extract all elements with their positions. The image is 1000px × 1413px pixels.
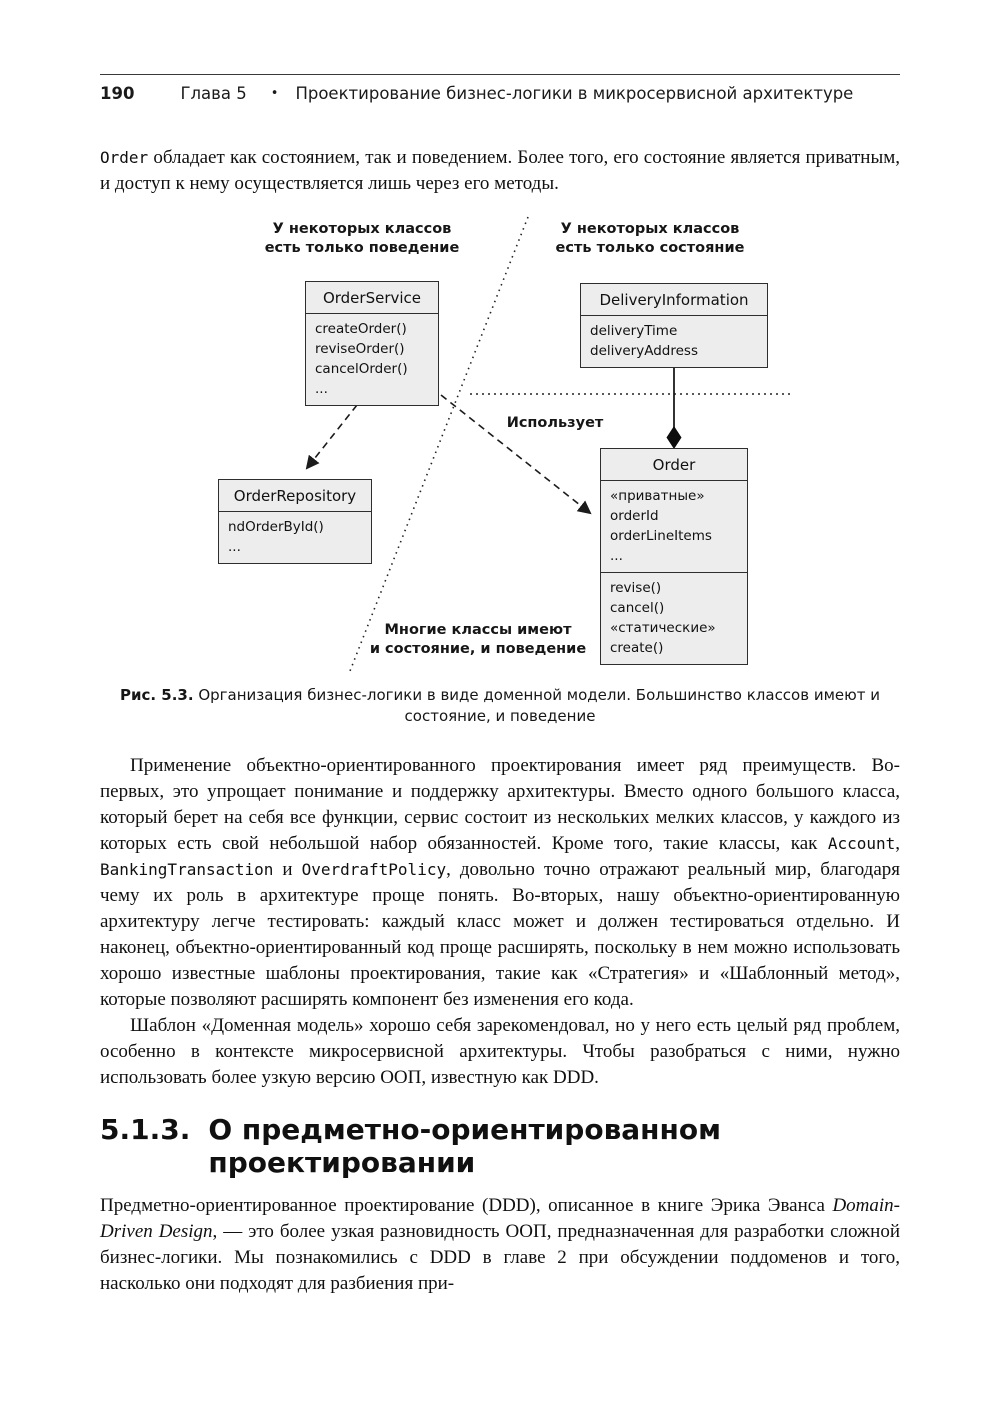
italic-text-run: Domain-Driven Design	[100, 1195, 900, 1242]
class-methods: ndOrderById()...	[219, 512, 371, 563]
section-heading: 5.1.3. О предметно-ориентированном проек…	[100, 1113, 900, 1179]
annotation-line: есть только поведение	[264, 240, 460, 256]
dependency-arrow-orderservice-to-order	[440, 394, 592, 515]
text-run: и	[273, 859, 302, 880]
composition-diamond-icon	[666, 426, 682, 449]
class-member: create()	[610, 640, 664, 656]
annotation-line: У некоторых классов	[560, 221, 740, 237]
class-methods: revise() cancel() «статические» create()	[601, 573, 747, 664]
intro-paragraph: Order обладает как состоянием, так и пов…	[100, 145, 900, 197]
class-member: orderId	[610, 508, 659, 524]
annotation-state-only: У некоторых классов есть только состояние	[530, 220, 770, 258]
text-run: Применение объектно-ориентированного про…	[100, 755, 905, 854]
class-member: deliveryTime	[590, 323, 678, 339]
class-title: OrderService	[306, 282, 438, 314]
mono-text-run: Account	[827, 834, 896, 853]
class-methods: createOrder() reviseOrder() cancelOrder().…	[306, 314, 438, 405]
mono-text-run: Order	[100, 148, 149, 167]
text-run: ,	[895, 833, 905, 854]
chapter-label: Глава 5	[180, 84, 247, 103]
class-title: Order	[601, 449, 747, 481]
bold-text-run: Рис. 5.3.	[119, 686, 194, 704]
annotation-line: У некоторых классов	[272, 221, 452, 237]
class-member: orderLineItems	[610, 528, 712, 544]
text-run: обладает как состоянием, так и поведение…	[100, 147, 905, 194]
annotation-line: Многие классы имеют	[384, 622, 572, 638]
diagram-connectors	[305, 216, 790, 672]
page-content: 190 Глава 5 • Проектирование бизнес-логи…	[100, 74, 900, 1297]
class-attributes: «приватные» orderId orderLineItems...	[601, 481, 747, 573]
class-box-order: Order «приватные» orderId orderLineItems..…	[600, 448, 748, 665]
body-paragraph-ddd-intro: Предметно-ориентированное проектирование…	[100, 1193, 900, 1297]
running-head: 190 Глава 5 • Проектирование бизнес-логи…	[100, 74, 900, 103]
body-paragraph-oop-advantages: Применение объектно-ориентированного про…	[100, 753, 900, 1013]
chapter-title: Проектирование бизнес-логики в микросерв…	[295, 84, 854, 103]
body-paragraph-domain-model-pattern: Шаблон «Доменная модель» хорошо себя зар…	[100, 1013, 900, 1091]
annotation-state-and-behavior: Многие классы имеют и состояние, и поведе…	[358, 621, 598, 659]
dependency-arrow-orderservice-to-orderrepository	[305, 404, 358, 470]
class-member: cancel()	[610, 600, 665, 616]
annotation-line: есть только состояние	[555, 240, 745, 256]
text-run: Шаблон «Доменная модель» хорошо себя зар…	[100, 1015, 905, 1088]
class-title: DeliveryInformation	[581, 284, 767, 316]
class-member: deliveryAddress	[590, 343, 698, 359]
class-box-orderservice: OrderService createOrder()reviseOrder()c…	[305, 281, 439, 406]
class-title: OrderRepository	[219, 480, 371, 512]
annotation-line: и состояние, и поведение	[369, 641, 587, 657]
figure-caption: Рис. 5.3. Организация бизнес-логики в ви…	[100, 685, 900, 727]
class-member: createOrder()	[315, 321, 407, 337]
text-run: Предметно-ориентированное проектирование…	[100, 1195, 833, 1216]
class-member: ...	[610, 548, 623, 564]
domain-model-diagram: У некоторых классов есть только поведение…	[100, 215, 900, 675]
class-member: ndOrderById()	[228, 519, 324, 535]
text-run: , довольно точно отражают реальный мир, …	[100, 859, 905, 1010]
annotation-uses: Использует	[506, 415, 604, 431]
class-attributes: deliveryTime deliveryAddress	[581, 316, 767, 367]
class-member: ...	[228, 539, 241, 555]
mono-text-run: BankingTransaction	[100, 860, 274, 879]
class-member: «статические»	[610, 620, 716, 636]
class-member: «приватные»	[610, 488, 705, 504]
text-run: , — это более узкая разновидность ООП, п…	[100, 1221, 905, 1294]
class-box-orderrepository: OrderRepository ndOrderById()...	[218, 479, 372, 564]
class-member: revise()	[610, 580, 662, 596]
mono-text-run: OverdraftPolicy	[301, 860, 447, 879]
section-number: 5.1.3.	[100, 1113, 191, 1146]
class-member: ...	[315, 381, 328, 397]
page-number: 190	[100, 84, 135, 103]
annotation-behavior-only: У некоторых классов есть только поведение	[242, 220, 482, 258]
section-title: О предметно-ориентированном проектирован…	[208, 1113, 721, 1179]
text-run: Организация бизнес-логики в виде доменно…	[193, 686, 885, 725]
class-member: reviseOrder()	[315, 341, 405, 357]
class-member: cancelOrder()	[315, 361, 408, 377]
bullet-separator: •	[270, 86, 279, 101]
